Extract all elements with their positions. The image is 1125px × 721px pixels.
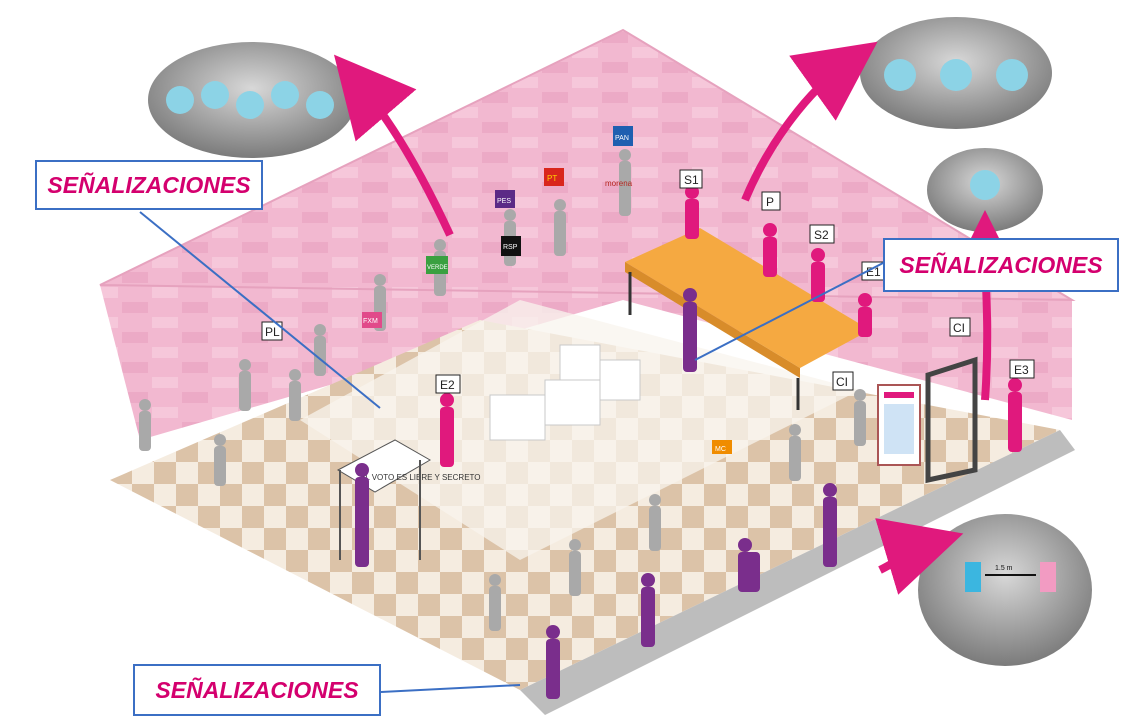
role-label-ci-wall: CI — [953, 321, 965, 335]
party-logo-mc: MC — [715, 446, 726, 453]
party-logos: PAN PT PES VERDE morena RSP FXM MC — [362, 126, 732, 454]
callout-senalizaciones-left: SEÑALIZACIONES — [35, 160, 263, 210]
role-label-s2: S2 — [814, 228, 829, 242]
distance-label: 1.5 m — [995, 565, 1013, 572]
role-label-p: P — [766, 195, 774, 209]
bubble-group-masks — [148, 42, 356, 158]
party-logo-morena: morena — [605, 179, 633, 188]
info-board — [877, 384, 921, 466]
bubble-hand-sanitizer — [927, 148, 1043, 232]
voters — [355, 288, 837, 699]
party-logo-rsp: RSP — [503, 244, 518, 251]
room-floor — [110, 300, 1075, 715]
role-labels: S1 P S2 E1 E2 E3 CI CI PL — [261, 169, 1035, 394]
callout-senalizaciones-right: SEÑALIZACIONES — [883, 238, 1119, 292]
party-logo-pt: PT — [547, 174, 557, 183]
polling-officials — [440, 185, 1022, 467]
role-label-pl: PL — [265, 325, 280, 339]
party-logo-fxm: FXM — [363, 318, 378, 325]
callout-senalizaciones-bottom: SEÑALIZACIONES — [133, 664, 381, 716]
role-label-e2: E2 — [440, 378, 455, 392]
bubble-distance: 1.5 m — [918, 514, 1092, 666]
ballot-boxes — [489, 344, 641, 441]
exit-door — [925, 356, 978, 484]
role-label-ci-table: CI — [836, 375, 848, 389]
officials-table — [625, 228, 870, 410]
party-logo-pvem: VERDE — [427, 265, 448, 271]
callout-pointers — [139, 211, 886, 693]
party-logo-pan: PAN — [615, 135, 629, 142]
role-label-e1: E1 — [866, 265, 881, 279]
role-label-e3: E3 — [1014, 363, 1029, 377]
role-label-s1: S1 — [684, 173, 699, 187]
party-logo-pes: PES — [497, 198, 511, 205]
bubble-officials-masks — [860, 17, 1052, 129]
